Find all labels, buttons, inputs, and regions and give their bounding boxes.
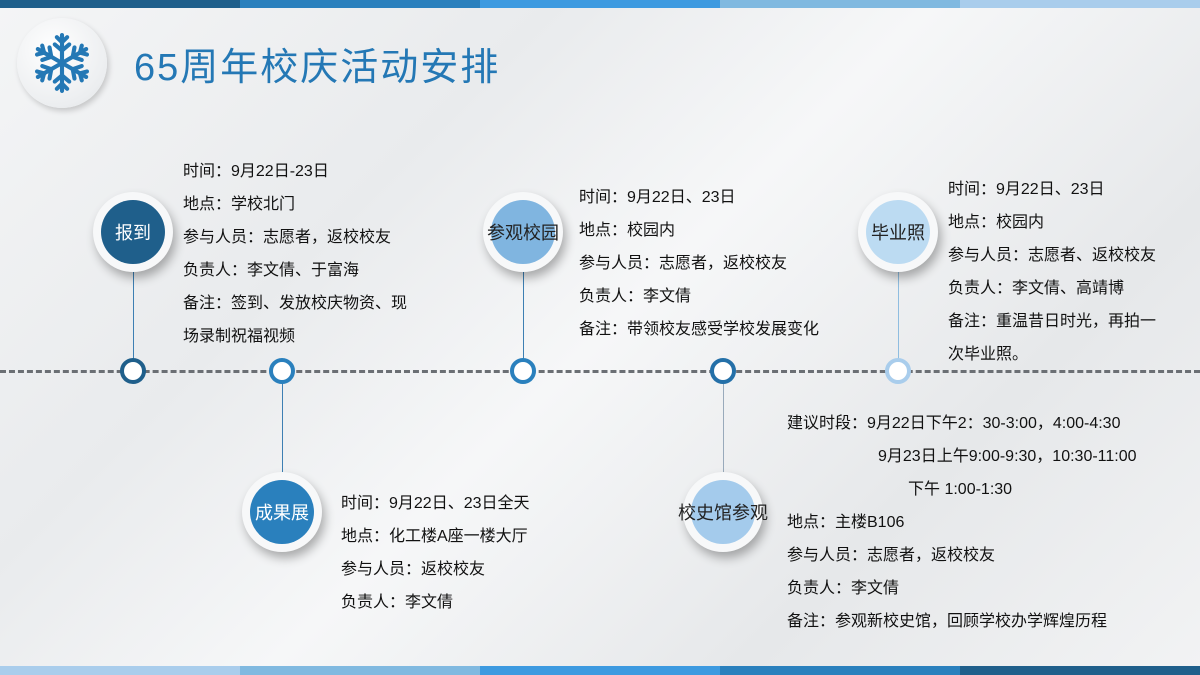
event-name: 校史馆参观 — [678, 503, 768, 523]
timeline-node — [120, 358, 146, 384]
detail-line: 参与人员：志愿者、返校校友 — [948, 247, 1157, 264]
event-badge-graduation-photo: 毕业照 — [858, 192, 938, 272]
event-badge-exhibition: 成果展 — [242, 472, 322, 552]
detail-line: 参与人员：志愿者，返校校友 — [183, 229, 392, 246]
detail-line: 地点：学校北门 — [183, 196, 296, 213]
connector — [133, 250, 134, 360]
detail-line: 备注：参观新校史馆，回顾学校办学辉煌历程 — [787, 613, 1108, 630]
detail-line: 负责人：李文倩、高靖博 — [948, 280, 1125, 297]
detail-line: 次毕业照。 — [948, 346, 1029, 363]
snowflake-icon — [31, 33, 93, 94]
timeline-node — [510, 358, 536, 384]
connector — [723, 383, 724, 493]
event-name: 参观校园 — [487, 223, 559, 243]
detail-line: 备注：带领校友感受学校发展变化 — [579, 321, 820, 338]
event-badge-campus-tour: 参观校园 — [483, 192, 563, 272]
snowflake-logo — [17, 18, 107, 108]
timeline-line — [0, 370, 1200, 373]
detail-line: 时间：9月22日、23日 — [579, 189, 736, 206]
top-color-bar — [0, 0, 1200, 8]
event-details-campus-tour: 时间：9月22日、23日地点：校园内参与人员：志愿者，返校校友负责人：李文倩备注… — [579, 181, 819, 346]
detail-line: 地点：化工楼A座一楼大厅 — [341, 528, 528, 545]
detail-line: 参与人员：志愿者，返校校友 — [787, 547, 996, 564]
detail-line: 地点：主楼B106 — [787, 514, 905, 531]
connector — [523, 250, 524, 360]
detail-line: 场录制祝福视频 — [183, 328, 296, 345]
page-title: 65周年校庆活动安排 — [134, 47, 501, 89]
detail-line: 下午 1:00-1:30 — [908, 481, 1013, 498]
event-details-graduation-photo: 时间：9月22日、23日地点：校园内参与人员：志愿者、返校校友负责人：李文倩、高… — [948, 173, 1156, 371]
bottom-color-bar — [0, 666, 1200, 675]
detail-line: 备注：签到、发放校庆物资、现 — [183, 295, 408, 312]
event-name: 报到 — [115, 223, 151, 243]
detail-line: 9月23日上午9:00-9:30，10:30-11:00 — [878, 448, 1137, 465]
detail-line: 备注：重温昔日时光，再拍一 — [948, 313, 1157, 330]
timeline-node — [885, 358, 911, 384]
detail-line: 负责人：李文倩、于富海 — [183, 262, 360, 279]
event-name: 毕业照 — [871, 223, 925, 243]
event-details-history-museum: 建议时段：9月22日下午2：30-3:00，4:00-4:30 9月23日上午9:… — [787, 407, 1137, 638]
detail-line: 参与人员：返校校友 — [341, 561, 486, 578]
detail-line: 负责人：李文倩 — [341, 594, 454, 611]
event-badge-history-museum: 校史馆参观 — [678, 472, 768, 552]
connector — [282, 383, 283, 493]
event-badge-checkin: 报到 — [93, 192, 173, 272]
detail-line: 参与人员：志愿者，返校校友 — [579, 255, 788, 272]
event-name: 成果展 — [255, 503, 309, 523]
detail-line: 负责人：李文倩 — [579, 288, 692, 305]
detail-line: 时间：9月22日、23日 — [948, 181, 1105, 198]
event-details-checkin: 时间：9月22日-23日地点：学校北门参与人员：志愿者，返校校友负责人：李文倩、… — [183, 155, 407, 353]
timeline-node — [710, 358, 736, 384]
detail-line: 地点：校园内 — [579, 222, 676, 239]
detail-line: 建议时段：9月22日下午2：30-3:00，4:00-4:30 — [787, 415, 1121, 432]
timeline-node — [269, 358, 295, 384]
connector — [898, 250, 899, 360]
detail-line: 时间：9月22日、23日全天 — [341, 495, 530, 512]
event-details-exhibition: 时间：9月22日、23日全天地点：化工楼A座一楼大厅参与人员：返校校友负责人：李… — [341, 487, 530, 619]
detail-line: 时间：9月22日-23日 — [183, 163, 329, 180]
detail-line: 负责人：李文倩 — [787, 580, 900, 597]
detail-line: 地点：校园内 — [948, 214, 1045, 231]
